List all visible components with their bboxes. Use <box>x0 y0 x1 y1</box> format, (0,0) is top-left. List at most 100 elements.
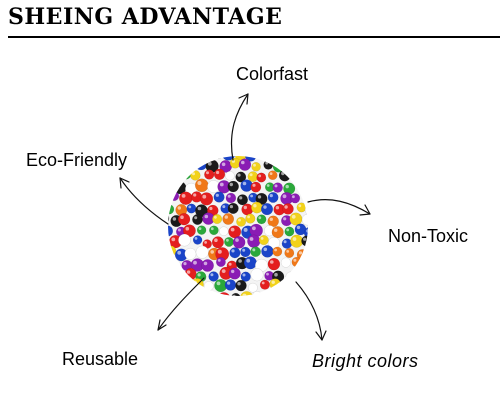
bead-highlight <box>270 239 274 243</box>
bead-highlight <box>283 240 287 244</box>
arrow-colorfast <box>230 93 249 161</box>
bead-highlight <box>197 181 202 185</box>
bead-highlight <box>266 184 270 187</box>
arrow-bright-colors <box>295 281 327 341</box>
arrow-non-toxic <box>307 199 371 216</box>
water-bead <box>168 211 170 225</box>
bead-highlight <box>183 262 187 266</box>
bead-highlight <box>298 251 303 255</box>
water-bead <box>244 156 257 162</box>
bead-highlight <box>216 170 220 175</box>
bead-highlight <box>232 294 236 296</box>
bead-highlight <box>292 237 297 241</box>
bead-highlight <box>291 214 296 219</box>
bead-highlight <box>226 172 230 176</box>
bead-highlight <box>260 237 264 240</box>
bead-highlight <box>293 258 297 262</box>
bead-highlight <box>177 206 181 210</box>
bead-highlight <box>252 270 257 275</box>
bead-highlight <box>231 159 235 163</box>
bead-highlight <box>227 194 231 198</box>
bead-highlight <box>306 229 308 233</box>
bead-highlight <box>269 194 273 198</box>
bead-highlight <box>224 215 228 219</box>
bead-highlight <box>185 226 190 231</box>
bead-highlight <box>197 273 201 277</box>
bead-highlight <box>257 261 262 266</box>
label-reusable: Reusable <box>62 349 139 369</box>
bead-highlight <box>247 215 251 219</box>
bead-highlight <box>193 193 197 197</box>
water-bead <box>168 225 174 237</box>
label-colorfast: Colorfast <box>236 64 309 84</box>
bead-highlight <box>192 172 195 176</box>
bead-highlight <box>237 173 241 177</box>
bead-highlight <box>203 261 208 266</box>
bead-highlight <box>261 281 265 285</box>
bead-highlight <box>221 269 226 273</box>
bead-highlight <box>296 225 301 230</box>
bead-highlight <box>204 214 209 219</box>
bead-highlight <box>286 228 290 232</box>
bead-highlight <box>217 249 222 254</box>
bead-highlight <box>274 228 278 232</box>
bead-highlight <box>252 226 256 231</box>
bead-highlight <box>282 259 286 263</box>
bead-highlight <box>269 217 273 221</box>
bead-highlight <box>238 218 241 222</box>
bead-highlight <box>205 283 209 286</box>
bead-highlight <box>222 205 226 209</box>
bead-highlight <box>246 258 251 263</box>
bead-highlight <box>198 227 202 231</box>
bead-highlight <box>216 281 221 286</box>
bead-highlight <box>235 238 239 242</box>
bead-highlight <box>252 248 256 252</box>
bead-highlight <box>187 185 191 189</box>
bead-highlight <box>292 195 295 199</box>
bead-highlight <box>209 182 214 187</box>
bead-highlight <box>207 161 212 166</box>
bead-highlight <box>177 250 182 255</box>
bead-highlight <box>177 228 181 232</box>
bead-highlight <box>231 249 235 253</box>
bead-highlight <box>197 206 202 211</box>
bead-highlight <box>181 194 186 198</box>
bead-highlight <box>284 205 288 209</box>
bead-highlight <box>249 173 253 177</box>
bead-highlight <box>214 238 218 242</box>
bead-highlight <box>210 250 214 254</box>
bead-highlight <box>274 184 278 188</box>
bead-highlight <box>303 216 308 220</box>
bead-highlight <box>220 228 224 232</box>
bead-highlight <box>253 204 257 208</box>
bead-highlight <box>198 248 202 252</box>
bead-highlight <box>180 236 185 240</box>
bead-highlight <box>215 193 219 197</box>
bead-highlight <box>286 250 290 253</box>
bead-highlight <box>243 227 248 232</box>
bead-highlight <box>243 205 247 210</box>
page-title: SHEING ADVANTAGE <box>8 4 283 30</box>
water-bead <box>234 156 247 161</box>
label-non-toxic: Non-Toxic <box>388 226 469 246</box>
bead-highlight <box>210 273 214 277</box>
bead-highlight <box>242 273 246 277</box>
bead-highlight <box>250 194 254 198</box>
bead-highlight <box>194 237 198 240</box>
bead-highlight <box>188 205 192 209</box>
bead-highlight <box>298 204 302 208</box>
bead-highlight <box>226 238 229 242</box>
bead-highlight <box>242 248 246 252</box>
bead-highlight <box>193 260 197 265</box>
bead-highlight <box>186 270 191 274</box>
label-bright-colors: Bright colors <box>312 351 419 371</box>
bead-highlight <box>263 247 268 252</box>
water-bead <box>304 202 308 217</box>
bead-highlight <box>269 172 273 176</box>
bead-highlight <box>274 248 277 252</box>
bead-highlight <box>285 184 289 189</box>
title-underline <box>8 36 500 38</box>
bead-highlight <box>194 216 198 220</box>
bead-highlight <box>242 293 247 296</box>
